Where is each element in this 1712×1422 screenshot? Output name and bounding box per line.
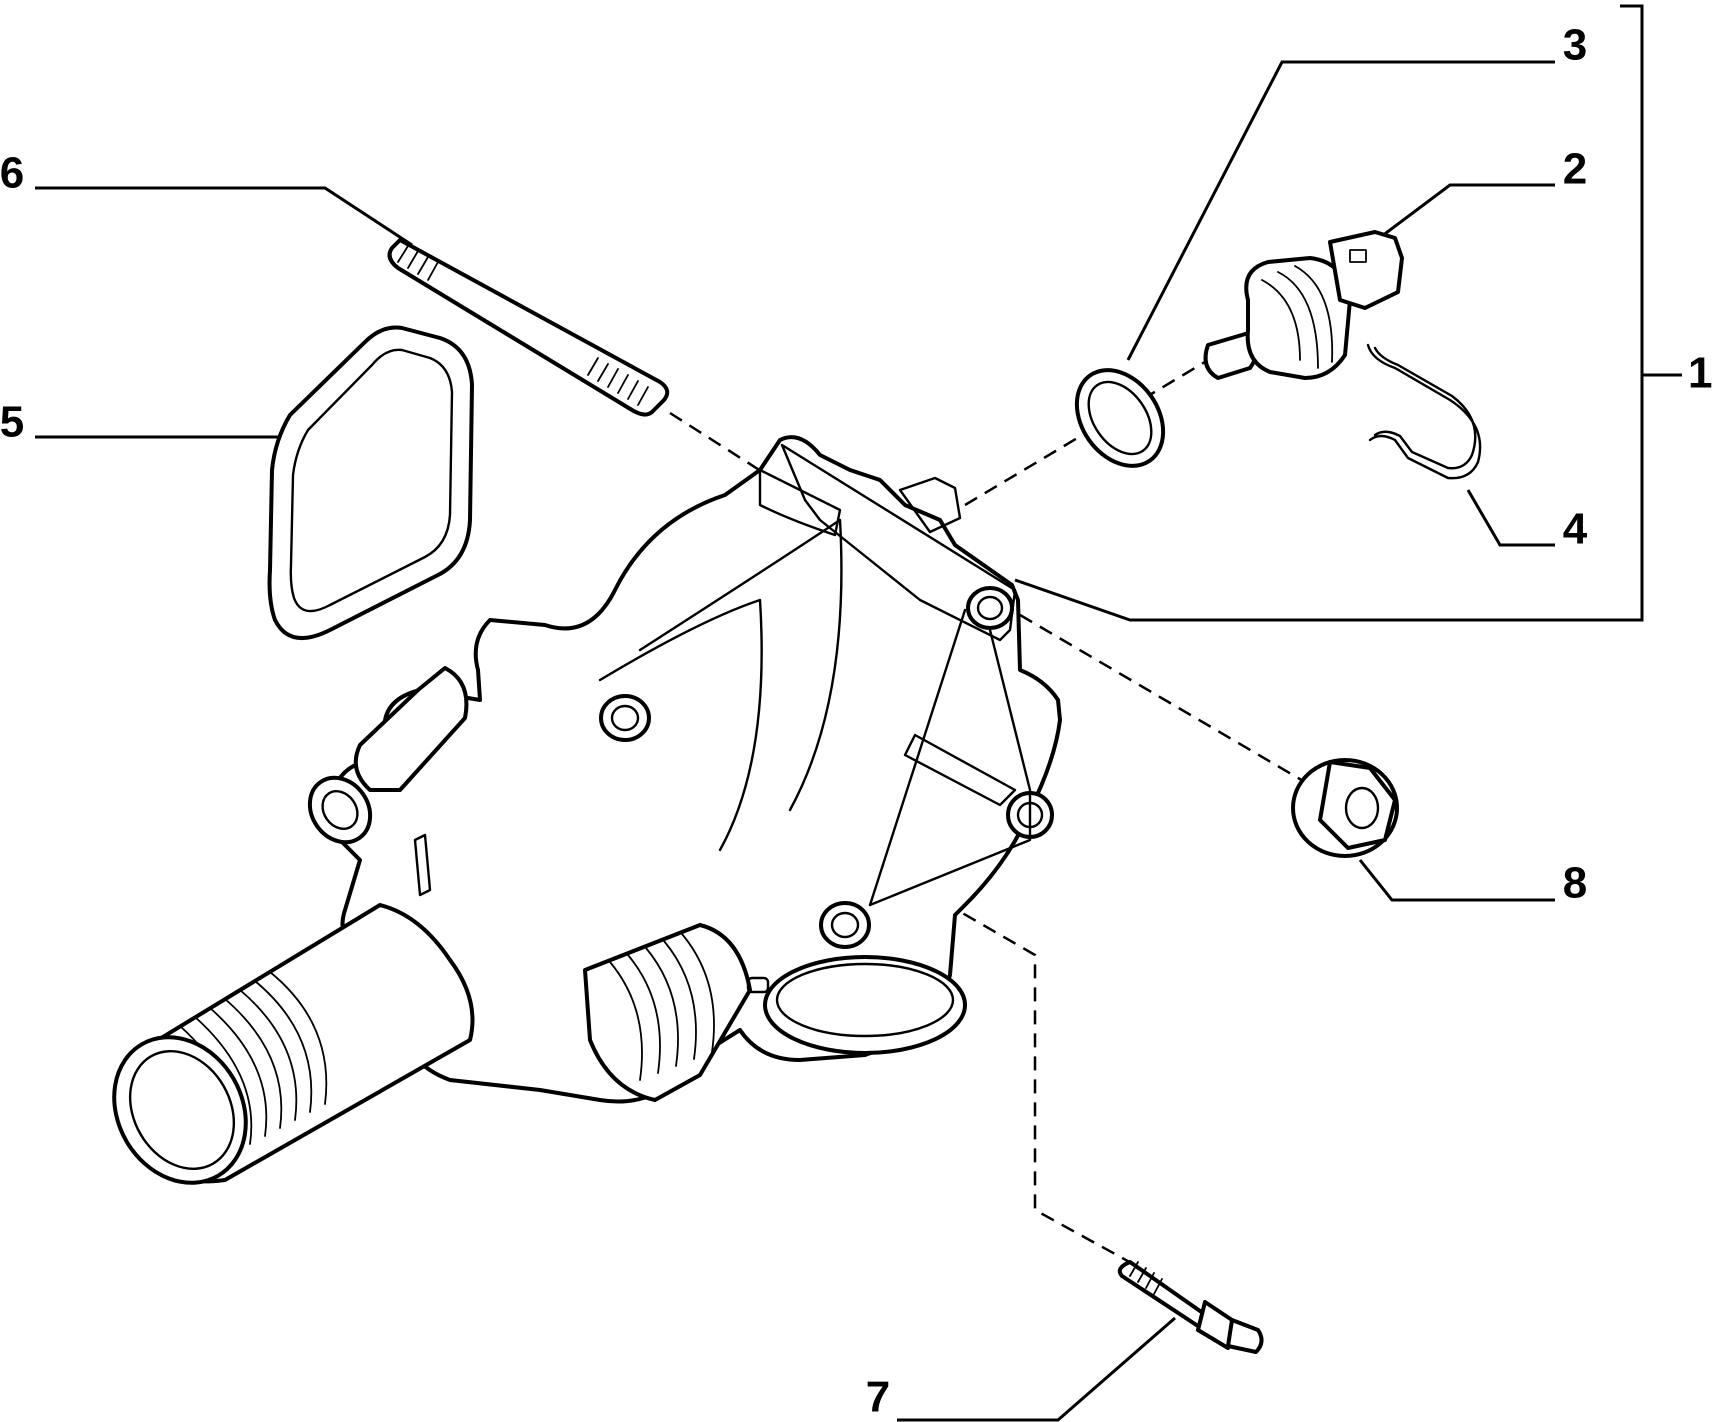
- leader-1-bracket: [1014, 4, 1644, 622]
- bolt-part: [1117, 1260, 1264, 1354]
- mount-hole-left-bore: [610, 704, 640, 732]
- temperature-sensor-part: [1203, 230, 1404, 380]
- stud-thread-bottom: [587, 357, 649, 406]
- housing-upper-flange: [780, 443, 1017, 642]
- callout-5: 5: [0, 398, 24, 447]
- leader-8: [1358, 859, 1555, 902]
- callout-3: 3: [1563, 21, 1587, 70]
- mount-hole-bottom-bore: [830, 911, 860, 939]
- sensor-ribs: [1261, 265, 1334, 369]
- mount-hole-left: [599, 694, 651, 742]
- axis-nut-8: [1019, 613, 1311, 787]
- stud-shaft: [387, 238, 670, 417]
- housing-bracket-rib: [903, 733, 1017, 807]
- leader-3: [1126, 60, 1555, 361]
- housing-sensor-port: [898, 476, 962, 534]
- gasket-outer: [267, 325, 474, 640]
- sensor-connector-latch: [1349, 249, 1367, 263]
- housing-bottom-flange: [763, 955, 967, 1055]
- housing-nipple-end: [307, 775, 373, 845]
- stud-thread-top: [397, 245, 439, 281]
- leader-2: [1369, 183, 1555, 247]
- hose-outlet-small: [583, 923, 752, 1102]
- leader-7: [897, 1316, 1176, 1422]
- bolt-tip: [1226, 1318, 1264, 1354]
- stud-part: [387, 238, 670, 417]
- bolt-thread: [1129, 1261, 1163, 1295]
- leader-4: [1466, 489, 1555, 547]
- callout-7: 7: [866, 1373, 890, 1422]
- bolt-shaft: [1117, 1260, 1212, 1332]
- hose-outlet-small-ribs: [609, 933, 715, 1081]
- housing-bracket: [868, 608, 1032, 907]
- callout-2: 2: [1563, 145, 1587, 194]
- nut-hex: [1318, 760, 1397, 850]
- leader-6: [35, 186, 413, 247]
- flange-nut-part: [1291, 758, 1399, 858]
- sensor-connector: [1328, 230, 1404, 310]
- hose-outlet-large-mouth: [112, 1035, 248, 1185]
- o-ring-part: [1074, 368, 1166, 468]
- housing-clip-tab: [413, 833, 432, 897]
- gasket-inner: [289, 348, 454, 613]
- housing-nipple-bore: [321, 790, 359, 830]
- leader-5: [35, 435, 293, 447]
- clip-wire-outer: [1366, 343, 1482, 480]
- mount-hole-upper-bore: [976, 595, 1004, 621]
- o-ring-outer: [1074, 368, 1166, 468]
- callout-labels: 1 2 3 4 5 6 7 8: [0, 21, 1712, 1422]
- housing-vent-slot: [746, 976, 770, 994]
- retaining-clip-part: [1366, 343, 1482, 480]
- o-ring-inner: [1087, 380, 1153, 456]
- thermostat-housing: [112, 435, 1062, 1185]
- mount-hole-upper: [966, 586, 1014, 630]
- housing-bottom-flange-inner: [775, 962, 955, 1038]
- callout-8: 8: [1563, 859, 1587, 908]
- sensor-body: [1244, 256, 1352, 380]
- housing-duct-curve-1: [638, 518, 843, 812]
- axis-stud-6: [669, 411, 776, 482]
- housing-duct-curve-2: [598, 598, 763, 852]
- housing-nipple: [353, 666, 469, 792]
- callout-6: 6: [0, 149, 24, 198]
- mount-hole-bottom: [819, 901, 871, 949]
- housing-body: [328, 435, 1062, 1104]
- callout-4: 4: [1563, 505, 1588, 554]
- clip-wire-inner: [1373, 346, 1477, 470]
- hose-outlet-large-bore: [128, 1049, 236, 1171]
- callout-1: 1: [1688, 349, 1712, 398]
- housing-rib-top: [758, 468, 842, 537]
- gasket-part: [267, 325, 474, 640]
- nut-bore: [1344, 786, 1380, 830]
